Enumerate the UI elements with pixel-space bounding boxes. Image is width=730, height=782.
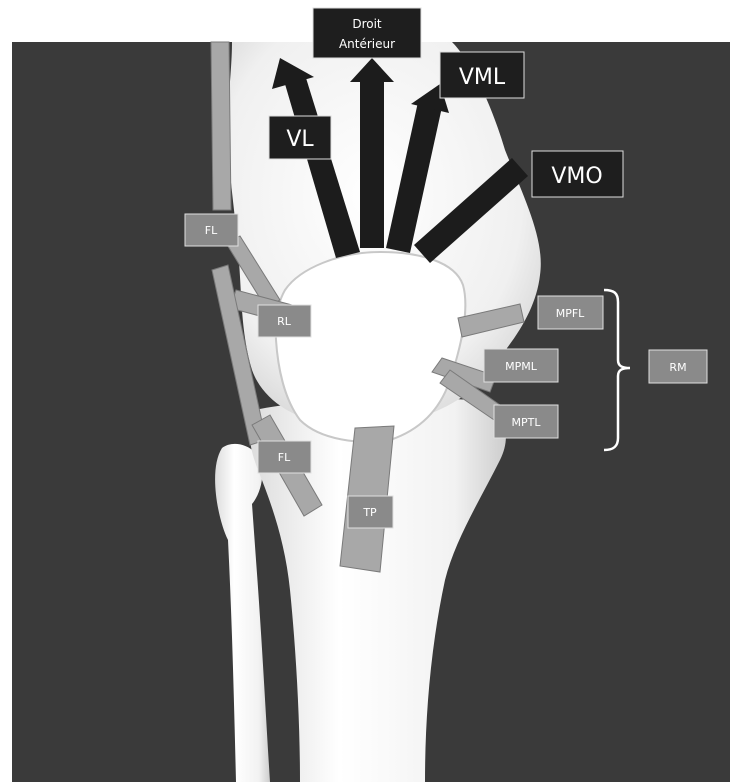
tp-text: TP	[362, 506, 377, 519]
tp-label: TP	[348, 496, 393, 528]
droit-anterieur-label: Droit Antérieur	[313, 8, 421, 58]
vmo-label: VMO	[532, 151, 623, 197]
rl-label: RL	[258, 305, 311, 337]
droit-line2: Antérieur	[339, 37, 395, 51]
rl-text: RL	[277, 315, 292, 328]
mpfl-text: MPFL	[556, 307, 585, 320]
vml-label: VML	[440, 52, 524, 98]
vmo-text: VMO	[551, 164, 602, 189]
fl-bottom-label: FL	[258, 441, 311, 473]
mptl-text: MPTL	[512, 416, 542, 429]
rm-text: RM	[669, 361, 686, 374]
mpfl-label: MPFL	[538, 296, 603, 329]
fl-top-label: FL	[185, 214, 238, 246]
fl-top-text: FL	[205, 224, 218, 237]
lateral-ligament-bar	[211, 42, 231, 210]
vl-text: VL	[286, 127, 314, 152]
mpml-text: MPML	[505, 360, 538, 373]
vml-text: VML	[459, 65, 506, 90]
mptl-label: MPTL	[494, 405, 558, 438]
vl-label: VL	[269, 116, 331, 159]
fl-bottom-text: FL	[278, 451, 291, 464]
rm-label: RM	[649, 350, 707, 383]
droit-line1: Droit	[352, 17, 382, 31]
mpml-label: MPML	[484, 349, 558, 382]
